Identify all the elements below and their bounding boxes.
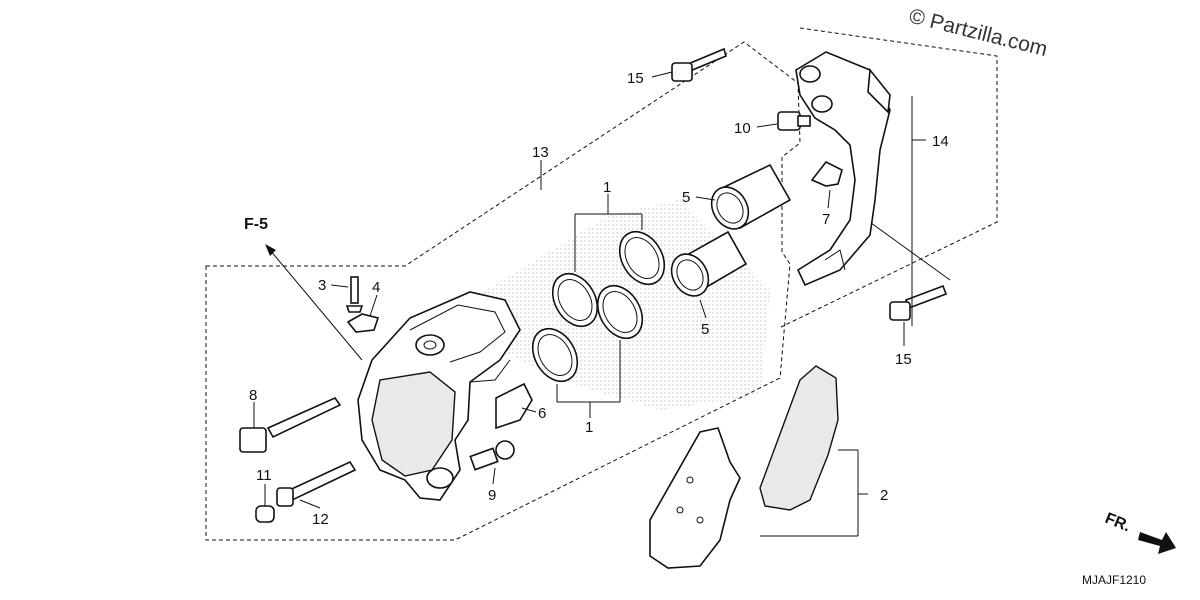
piston-seals [531,230,666,383]
callout-1-bottom: 1 [585,419,593,436]
callout-13: 13 [532,144,549,161]
reference-f5: F-5 [244,216,268,233]
bleeder-valve [345,276,364,313]
bleeder-cap [346,313,380,333]
callout-11: 11 [256,467,272,484]
callout-15-top: 15 [627,70,644,87]
callout-15-bottom: 15 [895,351,912,368]
leader-lines [253,71,926,537]
watermark-text: © Partzilla.com [907,5,1050,62]
bolt-15-bottom [889,284,948,321]
leader-15-bottom [859,214,951,281]
callout-10: 10 [734,120,751,137]
callout-1-top: 1 [603,179,611,196]
callout-14: 14 [932,133,949,150]
pad-retainer-6 [495,382,533,430]
fitting-9 [469,440,515,471]
callout-5-top: 5 [682,189,690,206]
callout-3: 3 [318,277,326,294]
bolt-10 [777,111,811,131]
front-direction-arrow [1138,532,1176,554]
callout-labels: 15 13 10 14 1 5 7 5 15 1 3 4 6 8 9 11 12… [244,70,1146,587]
brake-pads [649,365,839,569]
bracket-14-outline [780,27,998,328]
pin-12 [276,460,357,507]
pad-spring-7 [810,160,843,187]
direction-label: FR. [1103,510,1133,535]
callout-5-bottom: 5 [701,321,709,338]
callout-12: 12 [312,511,329,528]
bolt-15-top [671,47,727,82]
callout-2: 2 [880,487,888,504]
callout-9: 9 [488,487,496,504]
callout-4: 4 [372,279,380,296]
callout-7: 7 [822,211,830,228]
caliper-body [357,291,521,501]
caliper-bracket [795,51,891,287]
callout-8: 8 [249,387,257,404]
callout-6: 6 [538,405,546,422]
boot-11 [255,505,275,523]
pistons [670,163,792,297]
pin-bolt-8 [239,397,342,453]
diagram-code: MJAJF1210 [1082,573,1146,587]
